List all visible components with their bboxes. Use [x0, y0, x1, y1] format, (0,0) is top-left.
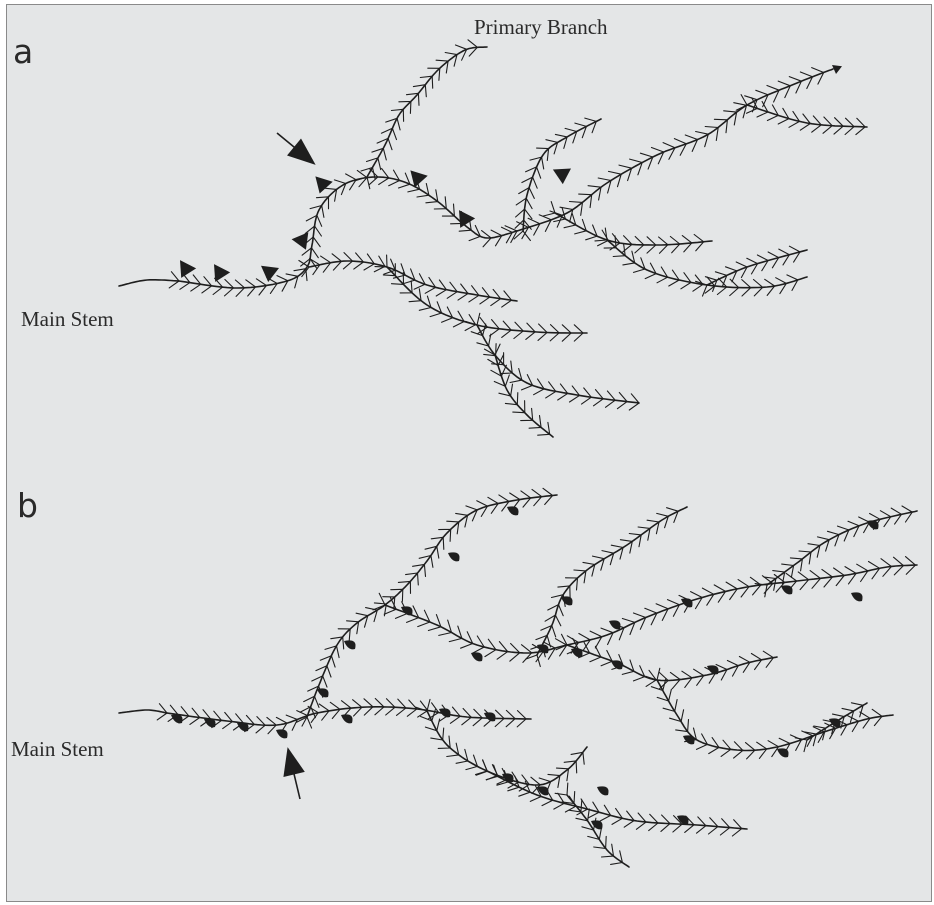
b-dot-16	[611, 660, 623, 669]
a-branch-right-lower-twig-axis	[747, 105, 867, 127]
b-dot-4	[276, 729, 288, 738]
b-dot-7	[484, 712, 496, 721]
b-branch-mid-right-axis	[567, 645, 777, 681]
b-dot-30	[677, 815, 689, 824]
b-branch-mid-right-twig	[795, 703, 867, 752]
b-dot-18	[683, 735, 695, 744]
b-arrow	[283, 747, 304, 799]
a-branch-lower-2-axis	[387, 267, 587, 333]
a-branch-top-axis	[367, 47, 487, 177]
panel-a-letter: a	[13, 35, 33, 68]
b-branch-lower-2	[476, 760, 748, 836]
a-marker-3	[261, 266, 279, 282]
a-arrow	[277, 133, 316, 165]
panel-b-letter: b	[17, 489, 38, 522]
panel-a-main-stem-label: Main Stem	[21, 309, 114, 330]
figure-drawing	[7, 5, 933, 903]
a-branch-upper-right-barbs	[505, 68, 824, 243]
a-branch-lower	[299, 253, 517, 308]
a-main-stem-tail-axis	[119, 280, 179, 286]
b-branch-up	[296, 488, 557, 728]
a-branch-mid-up	[514, 118, 601, 240]
b-dot-26	[867, 520, 879, 529]
b-dot-12	[507, 506, 519, 515]
primary-branch-label: Primary Branch	[474, 17, 608, 38]
b-dot-21	[561, 596, 573, 605]
b-dot-11	[448, 552, 460, 561]
b-dot-5	[341, 714, 353, 723]
panel-b-main-stem-label: Main Stem	[11, 739, 104, 760]
a-branch-mid-right-twig	[696, 246, 807, 296]
b-branch-long-right-axis	[385, 565, 917, 653]
b-branch-up-axis	[307, 495, 557, 717]
b-main-stem-tail	[119, 710, 167, 713]
b-branch-up-barbs	[296, 488, 552, 728]
b-dot-15	[571, 648, 583, 657]
b-dot-9	[344, 640, 356, 649]
b-branch-lower-tip-axis	[567, 795, 629, 867]
a-branch-top	[356, 40, 487, 189]
b-dot-19	[777, 748, 789, 757]
a-branch-lower-tip	[485, 344, 554, 437]
a-main-stem-tail	[119, 280, 179, 286]
a-marker-1	[174, 260, 196, 281]
a-marker-6	[408, 170, 429, 189]
a-marker-8	[553, 166, 574, 185]
b-branch-mid-right-low	[646, 668, 893, 759]
a-marker-5	[313, 176, 334, 195]
a-branch-upper-right-axis	[517, 69, 833, 231]
a-main-stem-axis	[179, 177, 517, 288]
figure-frame: a Primary Branch Main Stem b Main Stem	[6, 4, 932, 902]
a-marker-7	[453, 210, 475, 231]
b-branch-mid-right-low-barbs	[646, 668, 882, 759]
a-branch-lower-tip-barbs	[485, 344, 550, 435]
a-branch-lower-2	[375, 255, 587, 341]
a-branch-mid-right	[543, 202, 712, 254]
b-branch-lower-tip	[555, 783, 629, 867]
b-branch-mid-up-barbs	[526, 508, 678, 667]
a-arrow-head	[287, 139, 316, 165]
a-branch-upper-right	[505, 68, 833, 243]
b-branch-mid-right-twig-barbs	[795, 703, 863, 752]
b-arrow-head	[283, 747, 304, 777]
a-branch-lower-barbs	[299, 253, 512, 308]
b-dot-22	[609, 620, 621, 629]
b-branch-mid-up	[526, 507, 687, 667]
b-dot-13	[471, 652, 483, 661]
b-dot-25	[851, 592, 863, 601]
b-branch-long-right	[373, 557, 917, 663]
b-dot-29	[597, 786, 609, 795]
b-branch-long-right-barbs	[373, 557, 915, 663]
a-branch-mid-up-barbs	[514, 118, 596, 240]
a-branch-mid-right-low-axis	[607, 240, 807, 288]
a-branch-lower-tip-axis	[495, 355, 553, 437]
b-dot-24	[781, 585, 793, 594]
b-dot-1	[171, 714, 183, 723]
b-main-stem-tail-axis	[119, 710, 167, 713]
b-dot-8	[317, 688, 329, 697]
b-branch-mid-right	[556, 634, 777, 689]
